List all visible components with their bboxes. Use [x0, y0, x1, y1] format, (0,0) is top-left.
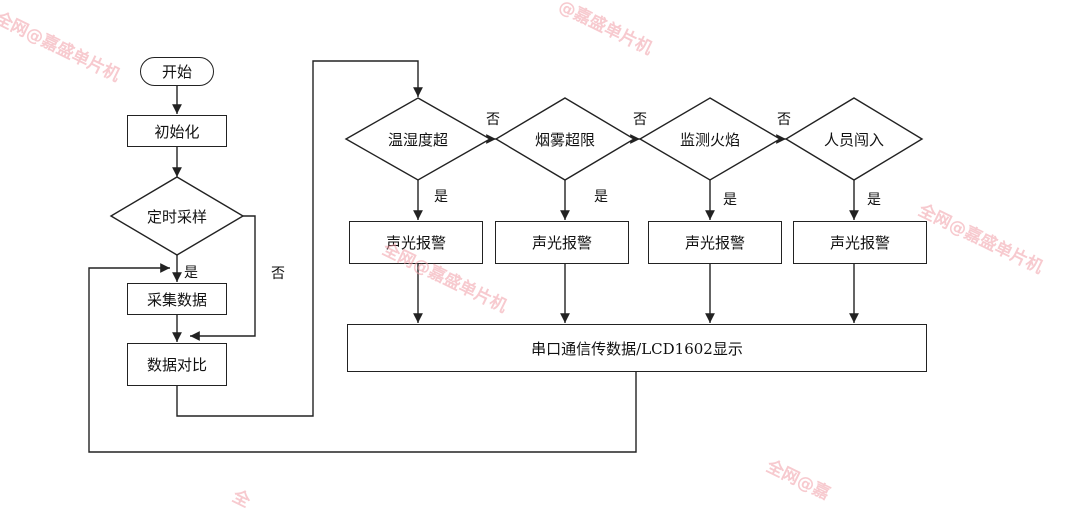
alarm-node-1: 声光报警 — [349, 221, 483, 264]
arrow-timer-no — [190, 215, 256, 341]
yes-tag-fire: 是 — [723, 192, 737, 208]
no-tag-smoke: 否 — [633, 112, 647, 128]
decision-fire-shape — [638, 97, 782, 181]
collect-node: 采集数据 — [127, 283, 227, 315]
no-tag-fire: 否 — [777, 112, 791, 128]
alarm-node-4: 声光报警 — [793, 221, 927, 264]
yes-tag-person: 是 — [867, 192, 881, 208]
flowchart-connectors — [88, 60, 924, 453]
decision-person-shape — [784, 97, 924, 181]
decision-timer-shape — [109, 176, 245, 256]
decision-smoke-shape — [494, 97, 636, 181]
alarm-node-2: 声光报警 — [495, 221, 629, 264]
decision-temp-shape — [344, 97, 492, 181]
flowchart: 开始 初始化 采集数据 数据对比 声光报警 声光报警 声光报警 声光报警 串口通… — [0, 0, 1046, 512]
init-node: 初始化 — [127, 115, 227, 147]
start-node: 开始 — [140, 57, 214, 86]
yes-tag-timer: 是 — [184, 265, 198, 281]
compare-node: 数据对比 — [127, 343, 227, 386]
no-tag-temp: 否 — [486, 112, 500, 128]
yes-tag-temp: 是 — [434, 189, 448, 205]
arrow-loop-back — [88, 263, 637, 453]
yes-tag-smoke: 是 — [594, 189, 608, 205]
arrow-compare-to-temp — [176, 60, 423, 417]
no-tag-timer: 否 — [271, 266, 285, 282]
output-node: 串口通信传数据/LCD1602显示 — [347, 324, 927, 372]
alarm-node-3: 声光报警 — [648, 221, 782, 264]
